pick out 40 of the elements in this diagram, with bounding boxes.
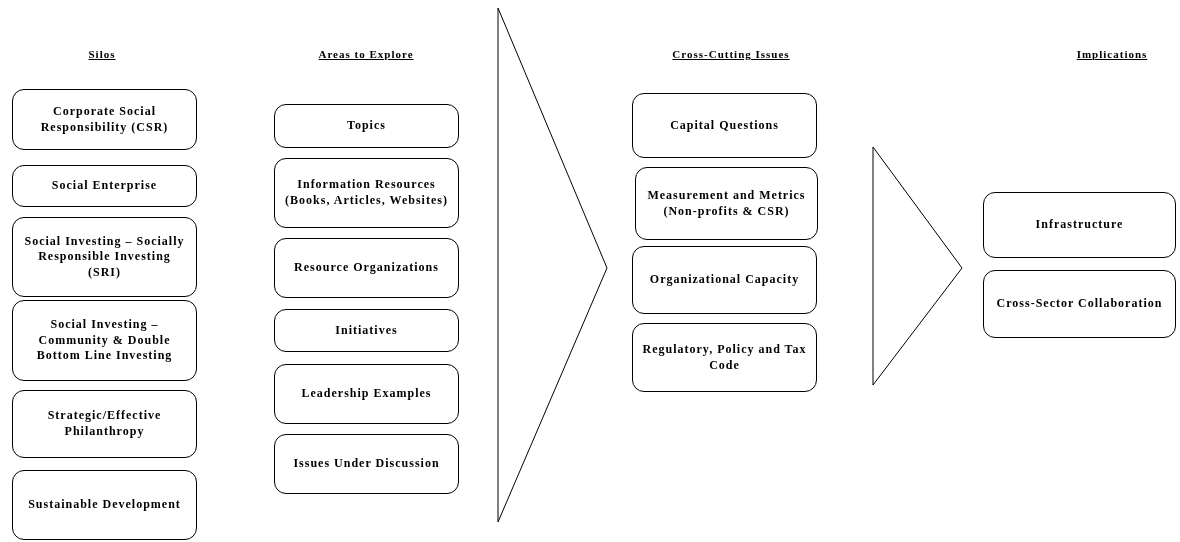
rounded-box	[274, 158, 459, 228]
rounded-box	[983, 270, 1176, 338]
box-text: Sustainable Development	[28, 497, 181, 513]
rounded-box	[635, 167, 818, 240]
box-text: Strategic/Effective Philanthropy	[46, 408, 163, 440]
column-heading: Areas to Explore	[318, 48, 414, 60]
column-heading: Cross-Cutting Issues	[672, 48, 790, 60]
box-text: Regulatory, Policy and Tax Code	[641, 341, 808, 374]
box-text: Organizational Capacity	[649, 272, 800, 288]
rounded-box	[12, 165, 197, 207]
box-text: Issues Under Discussion	[293, 456, 440, 472]
box-text: Information Resources (Books, Articles, Websites)	[284, 177, 449, 209]
box-text: Corporate Social Responsibility (CSR)	[39, 103, 170, 136]
box-text: Social Investing – Community & Double Bottom Line Investing	[35, 317, 174, 364]
column-heading: Silos	[88, 48, 116, 60]
box-text: Capital Questions	[670, 117, 779, 134]
rounded-box	[632, 246, 817, 314]
rounded-box	[274, 104, 459, 148]
rounded-box	[274, 434, 459, 494]
box-text: Social Enterprise	[51, 178, 158, 194]
box-text: Social Investing – Socially Responsible Investing (SRI)	[23, 233, 186, 281]
box-text: Leadership Examples	[301, 386, 432, 402]
box-text: Initiatives	[335, 322, 398, 339]
rounded-box	[983, 192, 1176, 258]
rounded-box	[632, 93, 817, 158]
box-text: Topics	[347, 118, 386, 134]
box-text: Measurement and Metrics (Non-profits & CSR)	[646, 187, 807, 220]
column-heading: Implications	[1076, 48, 1148, 60]
box-text: Cross-Sector Collaboration	[996, 296, 1163, 312]
rounded-box	[12, 89, 197, 150]
rounded-box	[12, 470, 197, 540]
rounded-box	[12, 300, 197, 381]
box-text: Infrastructure	[1035, 217, 1124, 233]
rounded-box	[12, 217, 197, 297]
rounded-box	[12, 390, 197, 458]
rounded-box	[632, 323, 817, 392]
rounded-box	[274, 364, 459, 424]
box-text: Resource Organizations	[294, 260, 439, 276]
rounded-box	[274, 309, 459, 352]
rounded-box	[274, 238, 459, 298]
